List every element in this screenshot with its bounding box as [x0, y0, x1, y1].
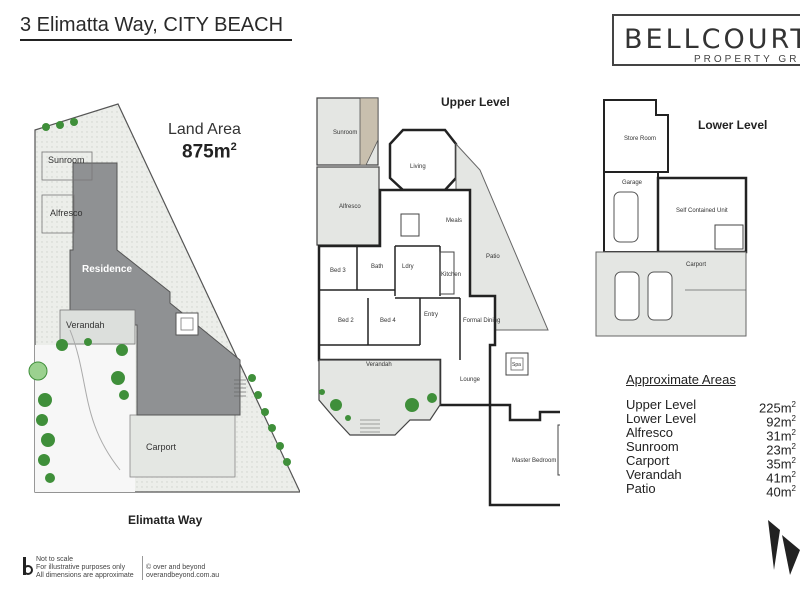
footer-website: overandbeyond.com.au [146, 572, 220, 579]
brand-name: BELLCOURT [624, 24, 800, 55]
footer-not-to-scale: Not to scale [36, 556, 73, 563]
upper-level-plan: Sunroom Alfresco Living Meals Kitchen Pa… [316, 97, 560, 507]
upper-bed4-label: Bed 4 [380, 318, 396, 324]
property-address: 3 Elimatta Way, CITY BEACH [20, 14, 284, 36]
area-value: 41m [766, 470, 792, 486]
land-area-label: Land Area [168, 121, 241, 138]
area-row: Upper Level 225m2 [626, 397, 800, 414]
brand-subtitle: PROPERTY GR [694, 54, 800, 65]
area-name: Upper Level [626, 397, 697, 412]
area-row: Patio 40m2 [626, 481, 800, 498]
upper-lounge-label: Lounge [460, 377, 481, 383]
upper-alfresco-label: Alfresco [339, 204, 361, 210]
area-value: 92m [766, 414, 792, 430]
footer-approximate: All dimensions are approximate [36, 572, 134, 579]
area-row: Lower Level 92m2 [626, 411, 800, 428]
area-unit-sup: 2 [791, 428, 796, 437]
upper-dining-label: Formal Dining [463, 318, 500, 324]
upper-bed2-label: Bed 2 [338, 318, 354, 324]
street-name: Elimatta Way [128, 513, 203, 527]
lower-level-title: Lower Level [698, 118, 768, 132]
land-area-value: 875m2 [182, 141, 237, 163]
area-unit-sup: 2 [791, 470, 796, 479]
upper-bath-label: Bath [371, 264, 383, 270]
upper-patio-label: Patio [486, 254, 500, 260]
lower-garage-label: Garage [622, 180, 643, 186]
area-name: Alfresco [626, 425, 673, 440]
upper-sunroom-label: Sunroom [333, 130, 357, 136]
land-area-unit-sup: 2 [230, 141, 237, 153]
upper-meals-label: Meals [446, 218, 462, 224]
lower-carport-label: Carport [686, 262, 706, 268]
title-underline [20, 39, 292, 41]
area-name: Sunroom [626, 439, 679, 454]
area-unit-sup: 2 [791, 400, 796, 409]
area-unit-sup: 2 [791, 484, 796, 493]
upper-verandah-label: Verandah [366, 362, 392, 368]
lower-level-plan: Store Room Garage Self Contained Unit Ca… [595, 99, 748, 337]
upper-entry-label: Entry [424, 312, 438, 318]
footer-illustrative: For illustrative purposes only [36, 564, 126, 571]
area-row: Carport 35m2 [626, 453, 800, 470]
area-row: Verandah 41m2 [626, 467, 800, 484]
area-unit-sup: 2 [791, 414, 796, 423]
drafting-logo-icon [23, 557, 33, 575]
area-value: 31m [766, 428, 792, 444]
upper-spa-label: Spa [512, 362, 521, 368]
upper-living-label: Living [410, 164, 426, 170]
site-alfresco-label: Alfresco [50, 208, 83, 218]
site-plan: Sunroom Alfresco Residence Verandah Carp… [28, 103, 300, 493]
upper-master-label: Master Bedroom [512, 458, 556, 464]
area-value: 225m [759, 400, 792, 416]
area-unit-sup: 2 [791, 442, 796, 451]
area-row: Sunroom 23m2 [626, 439, 800, 456]
area-name: Verandah [626, 467, 682, 482]
corner-logo-mark [768, 520, 800, 575]
upper-level-title: Upper Level [441, 95, 510, 109]
areas-title: Approximate Areas [626, 372, 736, 387]
area-name: Lower Level [626, 411, 697, 426]
upper-ldry-label: Ldry [402, 264, 414, 270]
lower-store-label: Store Room [624, 136, 656, 142]
area-name: Carport [626, 453, 670, 468]
area-name: Patio [626, 481, 656, 496]
upper-bed3-label: Bed 3 [330, 268, 346, 274]
brand-logo: BELLCOURT PROPERTY GR [612, 14, 800, 66]
lower-unit-label: Self Contained Unit [676, 208, 728, 214]
area-unit-sup: 2 [791, 456, 796, 465]
site-verandah-label: Verandah [66, 320, 105, 330]
footer-copyright: © over and beyond [146, 564, 206, 571]
land-area-number: 875m [182, 141, 231, 163]
site-residence-label: Residence [82, 264, 132, 275]
area-value: 40m [766, 484, 792, 500]
area-row: Alfresco 31m2 [626, 425, 800, 442]
site-carport-label: Carport [146, 442, 177, 452]
upper-kitchen-label: Kitchen [441, 272, 461, 278]
area-value: 35m [766, 456, 792, 472]
area-value: 23m [766, 442, 792, 458]
site-sunroom-label: Sunroom [48, 155, 85, 165]
